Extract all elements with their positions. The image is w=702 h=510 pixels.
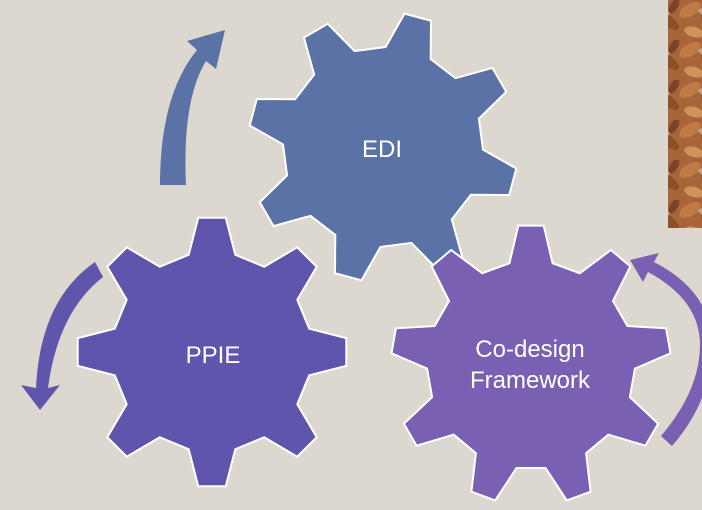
codesign-gear: Co-design Framework: [390, 224, 672, 502]
ppie-cycle-arrow-body: [21, 262, 103, 410]
autumn-leaves-photo: [668, 0, 702, 228]
edi-gear-shape: [248, 12, 518, 282]
ppie-gear-label: PPIE: [186, 342, 241, 369]
ppie-gear-shape: [76, 216, 348, 488]
edi-gear-label: EDI: [362, 136, 402, 163]
ppie-cycle-arrow: [21, 262, 103, 410]
codesign-gear-label-line1: Co-design: [475, 336, 584, 363]
ppie-gear: PPIE: [76, 216, 348, 488]
edi-gear: EDI: [248, 12, 518, 282]
edi-cycle-arrow-body: [160, 30, 225, 185]
edi-cycle-arrow: [160, 30, 225, 185]
codesign-gear-label-line2: Framework: [470, 367, 591, 394]
codesign-gear-shape: [390, 224, 672, 502]
